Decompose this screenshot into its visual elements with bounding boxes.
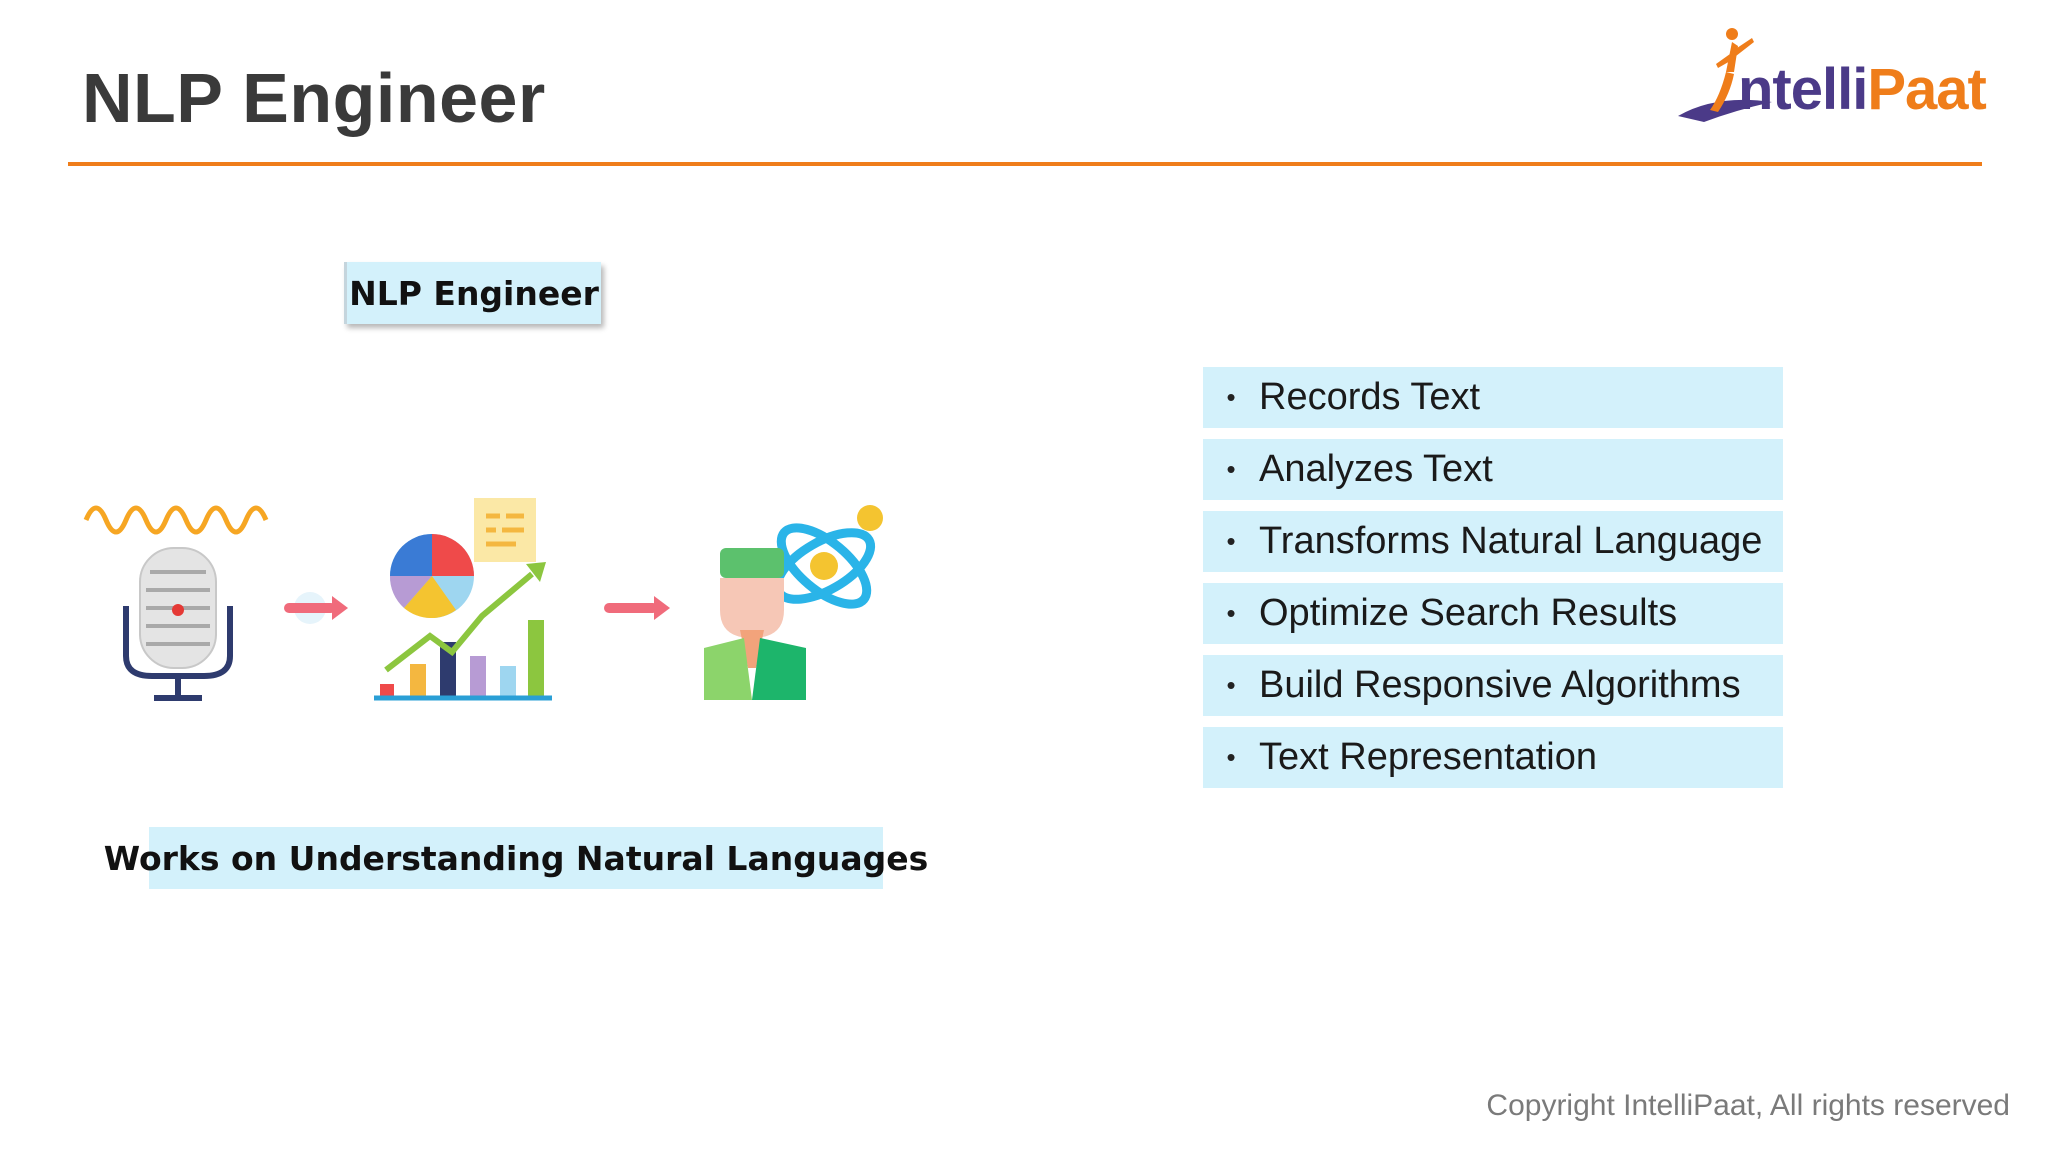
list-item: • Transforms Natural Language [1203, 511, 1783, 572]
list-item-label: Records Text [1259, 376, 1481, 418]
list-item-label: Optimize Search Results [1259, 592, 1678, 634]
title-divider [68, 162, 1982, 166]
list-item-label: Transforms Natural Language [1259, 520, 1763, 562]
list-item: • Text Representation [1203, 727, 1783, 788]
bullet-icon: • [1226, 598, 1236, 628]
pipeline-illustration [83, 498, 883, 701]
bullet-icon: • [1226, 454, 1236, 484]
bullet-icon: • [1226, 526, 1236, 556]
list-item: • Analyzes Text [1203, 439, 1783, 500]
responsibilities-list: • Records Text • Analyzes Text • Transfo… [1203, 367, 1783, 799]
logo-text-paat: Paat [1867, 57, 1987, 122]
bullet-icon: • [1226, 382, 1236, 412]
list-item-label: Analyzes Text [1259, 448, 1493, 490]
nlp-engineer-heading: NLP Engineer [344, 262, 601, 324]
bullet-icon: • [1226, 670, 1236, 700]
intellipaat-logo: ntelliPaat [1676, 24, 1987, 136]
list-item: • Records Text [1203, 367, 1783, 428]
works-on-caption: Works on Understanding Natural Languages [104, 827, 928, 889]
page-title: NLP Engineer [82, 59, 546, 137]
scientist-atom-icon [704, 505, 883, 700]
arrow-right-icon [604, 596, 670, 620]
microphone-icon [83, 505, 269, 701]
logo-text-intelli: ntelli [1738, 57, 1868, 122]
list-item: • Optimize Search Results [1203, 583, 1783, 644]
bullet-icon: • [1226, 742, 1236, 772]
analytics-chart-icon [374, 498, 552, 701]
list-item-label: Build Responsive Algorithms [1259, 664, 1741, 706]
intellipaat-figure-icon [1678, 28, 1772, 122]
list-item: • Build Responsive Algorithms [1203, 655, 1783, 716]
arrow-right-icon [284, 592, 348, 624]
copyright-footer: Copyright IntelliPaat, All rights reserv… [1486, 1089, 2010, 1122]
list-item-label: Text Representation [1259, 736, 1597, 778]
logo-text: ntelliPaat [1738, 56, 1987, 123]
